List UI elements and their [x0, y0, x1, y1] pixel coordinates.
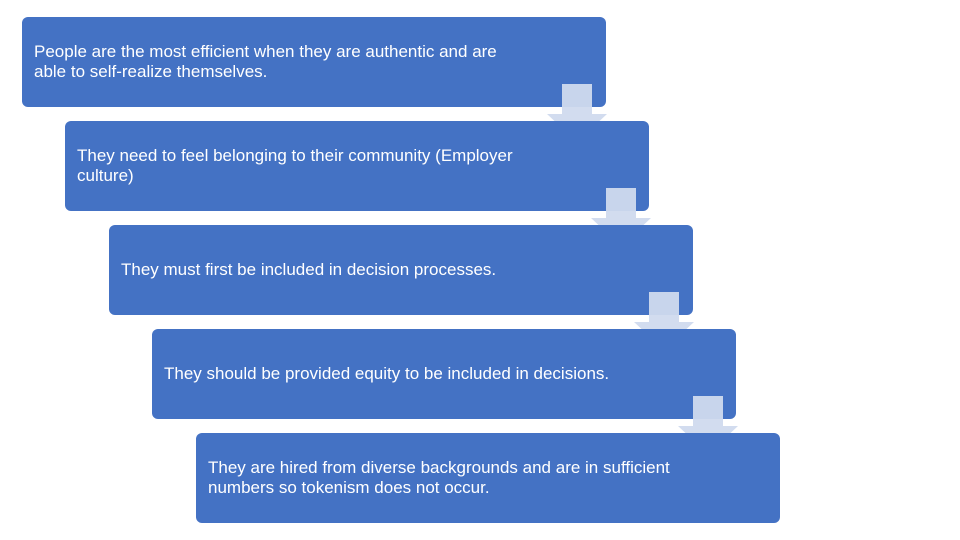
process-step-5-text: They are hired from diverse backgrounds … — [208, 458, 670, 497]
process-step-2: They need to feel belonging to their com… — [65, 121, 649, 211]
process-step-3: They must first be included in decision … — [109, 225, 693, 315]
process-step-4-text: They should be provided equity to be inc… — [164, 364, 610, 383]
process-step-3-text: They must first be included in decision … — [121, 260, 497, 279]
process-step-4: They should be provided equity to be inc… — [152, 329, 736, 419]
process-step-1: People are the most efficient when they … — [22, 17, 606, 107]
process-step-1-text: People are the most efficient when they … — [34, 42, 497, 81]
process-step-5: They are hired from diverse backgrounds … — [196, 433, 780, 523]
process-step-2-text: They need to feel belonging to their com… — [77, 146, 513, 185]
